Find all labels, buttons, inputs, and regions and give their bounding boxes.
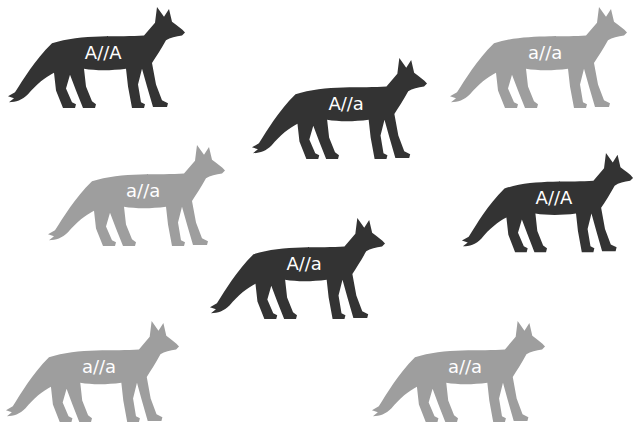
fox-body: [210, 218, 385, 319]
genotype-label: a//a: [528, 42, 563, 64]
genotype-label: A//A: [85, 42, 122, 64]
fox-node: a//a: [448, 4, 628, 112]
fox-node: a//a: [4, 318, 180, 426]
genotype-label: a//a: [126, 180, 161, 202]
fox-node: a//a: [46, 142, 226, 250]
fox-body: [48, 145, 225, 246]
fox-body: [8, 7, 185, 108]
fox-node: a//a: [370, 318, 546, 426]
genotype-label: A//a: [328, 93, 364, 115]
fox-node: A//a: [250, 55, 428, 163]
genotype-label: a//a: [448, 356, 483, 378]
fox-node: A//A: [6, 4, 186, 112]
fox-node: A//A: [460, 150, 634, 256]
genotype-label: a//a: [82, 356, 117, 378]
genotype-label: A//A: [536, 187, 573, 209]
fox-body: [462, 153, 633, 252]
genotype-label: A//a: [286, 253, 322, 275]
fox-node: A//a: [208, 215, 386, 323]
fox-body: [6, 321, 179, 422]
fox-body: [252, 58, 427, 159]
fox-body: [450, 7, 627, 108]
fox-body: [372, 321, 545, 422]
